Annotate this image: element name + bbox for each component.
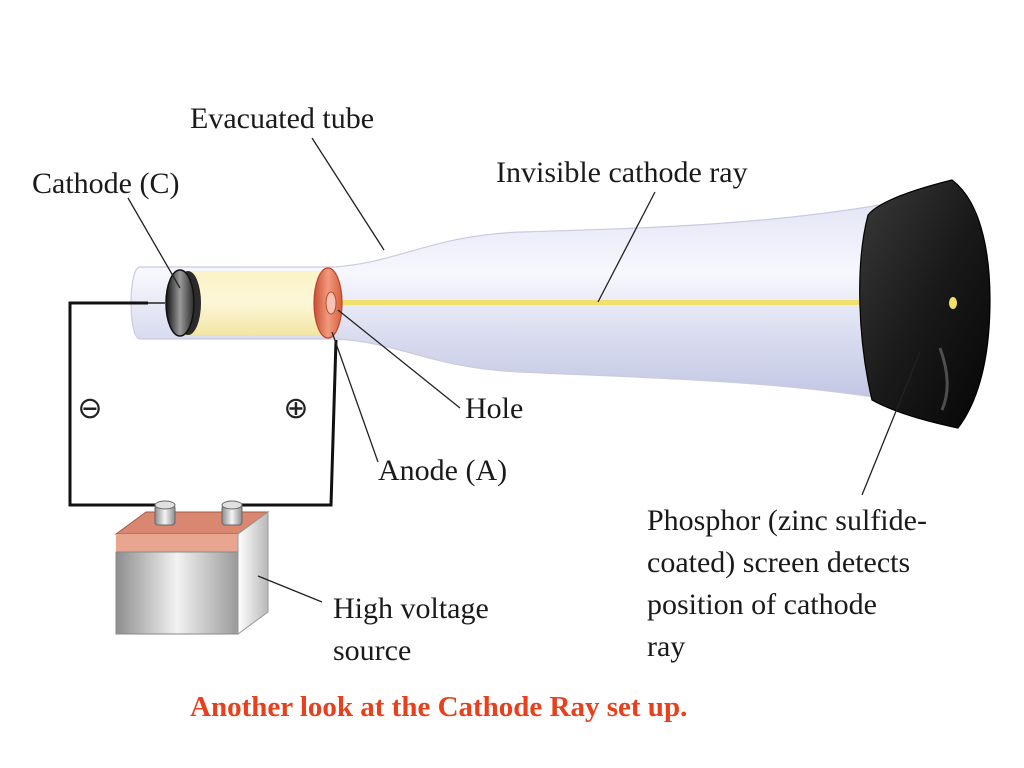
leader-evacuated-tube <box>311 137 385 251</box>
label-hole: Hole <box>465 392 523 425</box>
terminal-negative-cap <box>154 500 176 510</box>
positive-symbol: ⊕ <box>283 391 308 426</box>
label-cathode: Cathode (C) <box>32 167 179 200</box>
battery-side <box>237 511 269 635</box>
label-phosphor-line-4: ray <box>647 630 685 663</box>
label-phosphor-line-3: position of cathode <box>647 588 877 621</box>
cathode-glow <box>180 271 328 335</box>
high-voltage-battery <box>114 500 270 635</box>
leader-cathode <box>127 197 181 289</box>
anode-hole <box>325 291 337 315</box>
leader-voltage <box>257 575 323 603</box>
cathode-disk <box>165 269 195 337</box>
leader-anode <box>331 331 379 463</box>
label-phosphor-line-1: Phosphor (zinc sulfide- <box>647 504 927 537</box>
battery-front <box>115 551 239 635</box>
label-anode: Anode (A) <box>378 454 507 487</box>
negative-wire <box>68 301 163 507</box>
phosphor-screen <box>859 179 991 429</box>
screen-highlight <box>938 347 949 411</box>
label-cathode-ray: Invisible cathode ray <box>496 156 748 189</box>
terminal-positive-cap <box>221 500 243 510</box>
negative-symbol: ⊖ <box>77 391 102 426</box>
battery-band <box>116 534 238 552</box>
slide-caption: Another look at the Cathode Ray set up. <box>190 691 687 723</box>
positive-wire <box>232 339 338 507</box>
label-evacuated-tube: Evacuated tube <box>190 102 374 135</box>
leader-hole <box>337 309 461 409</box>
label-phosphor-line-2: coated) screen detects <box>647 546 910 579</box>
leader-cathode-ray <box>597 191 656 303</box>
label-voltage-line-1: High voltage <box>333 592 489 625</box>
phosphor-spot <box>949 297 957 309</box>
label-voltage-line-2: source <box>333 634 411 667</box>
leader-phosphor <box>861 351 921 496</box>
cathode-ray-beam <box>335 300 860 305</box>
